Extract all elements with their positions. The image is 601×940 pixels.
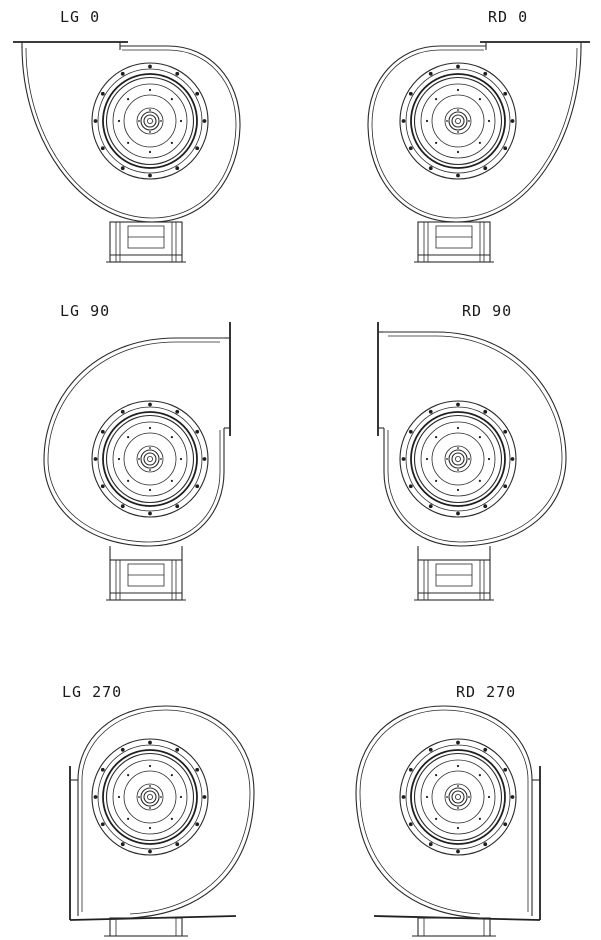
view-label-lg-90: LG 90 — [60, 302, 110, 320]
view-label-rd-270: RD 270 — [456, 683, 516, 701]
view-rd-0: RD 0 — [367, 8, 590, 263]
view-label-rd-90: RD 90 — [462, 302, 512, 320]
view-lg-270: LG 270 — [62, 683, 255, 937]
view-label-rd-0: RD 0 — [488, 8, 528, 26]
housing-rd-270 — [355, 705, 533, 919]
housing-rd-0 — [367, 45, 582, 223]
housing-rd-90 — [383, 331, 567, 547]
view-lg-0: LG 0 — [13, 8, 241, 263]
view-lg-90: LG 90 — [43, 302, 231, 601]
housing-lg-90 — [43, 337, 225, 547]
view-label-lg-270: LG 270 — [62, 683, 122, 701]
housing-lg-270 — [77, 705, 255, 919]
view-rd-270: RD 270 — [355, 683, 541, 937]
view-label-lg-0: LG 0 — [60, 8, 100, 26]
housing-lg-0 — [21, 45, 241, 223]
view-rd-90: RD 90 — [377, 302, 567, 601]
